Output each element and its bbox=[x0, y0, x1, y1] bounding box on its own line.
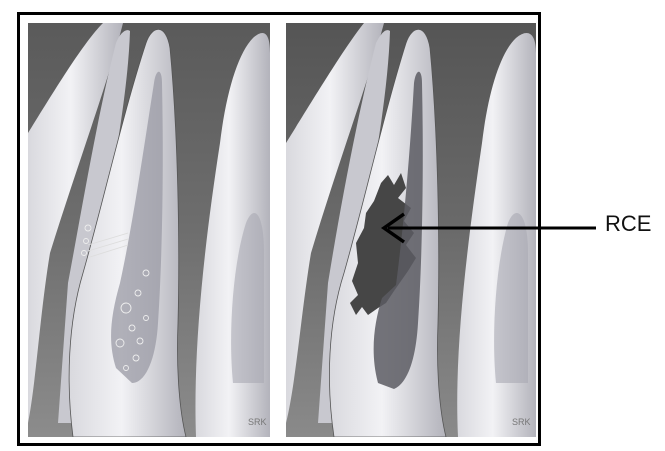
signature-right: SRK bbox=[512, 417, 531, 427]
panel-left-healthy-tooth: SRK bbox=[28, 23, 270, 437]
right-illustration: SRK bbox=[286, 23, 536, 437]
panel-right-resorbed-tooth: SRK bbox=[286, 23, 536, 437]
signature-left: SRK bbox=[248, 417, 267, 427]
left-illustration: SRK bbox=[28, 23, 270, 437]
rce-label: RCE bbox=[605, 211, 651, 237]
figure-frame: SRK bbox=[17, 12, 541, 446]
